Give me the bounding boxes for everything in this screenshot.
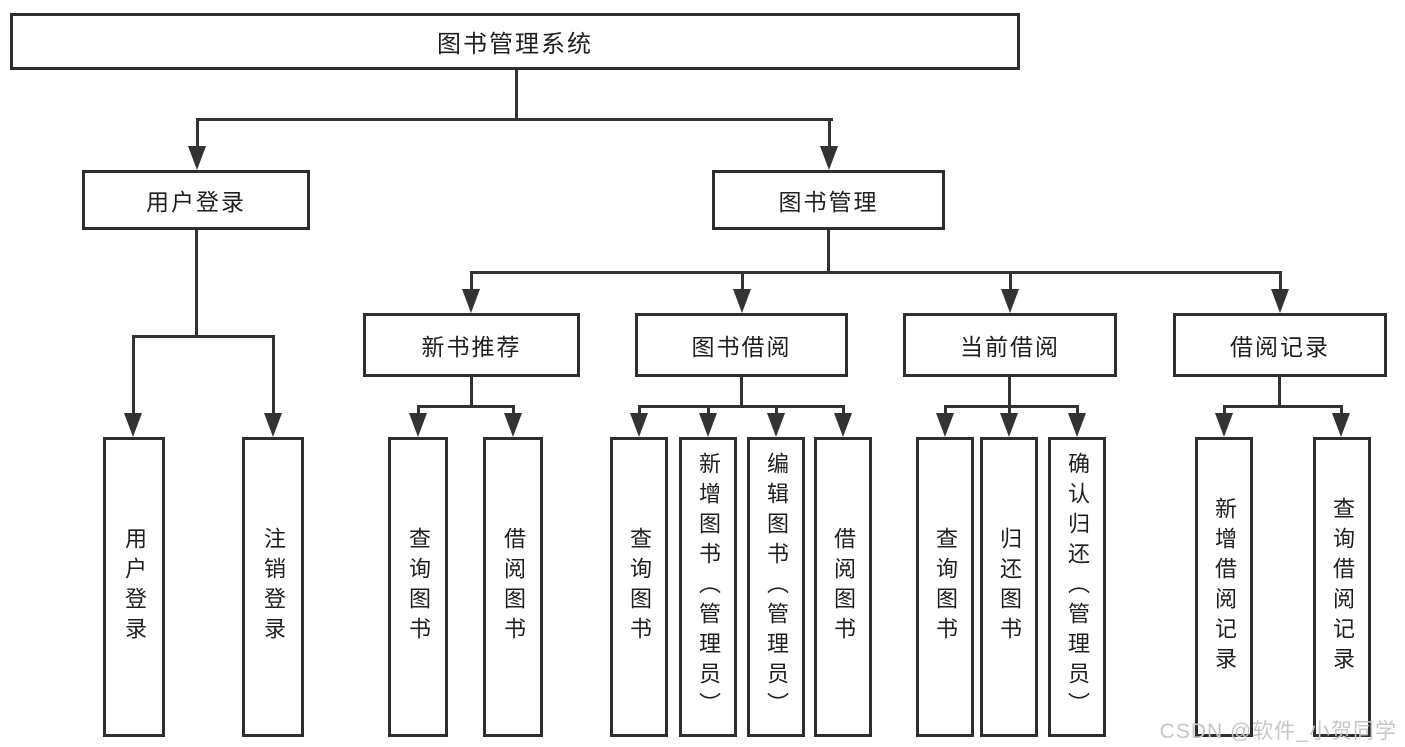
arrowhead-module-0 [462, 289, 480, 313]
connector-module-2-branch [944, 405, 1078, 408]
connector-module-3-stem [1278, 377, 1281, 407]
leaf-return-books: 归还图书 [980, 437, 1038, 737]
arrowhead-m3-leaf-1 [1332, 413, 1350, 437]
connector-module-1-branch [638, 405, 844, 408]
node-label: 图书借阅 [691, 334, 792, 360]
leaf-logout: 注销登录 [242, 437, 304, 737]
connector-module-0-branch [417, 405, 515, 408]
node-book-management: 图书管理 [712, 170, 945, 230]
node-label: 归还图书 [997, 527, 1022, 647]
node-label: 借阅图书 [831, 527, 856, 647]
node-label: 注销登录 [261, 527, 286, 647]
arrowhead-m1-leaf-2 [767, 413, 785, 437]
connector-drop-login-child-0 [132, 335, 135, 415]
arrowhead-m0-leaf-1 [504, 413, 522, 437]
node-label: 查询图书 [933, 527, 958, 647]
connector-drop-module-2 [1009, 271, 1012, 293]
leaf-query-books-borrowing: 查询图书 [610, 437, 668, 737]
leaf-edit-books-admin: 编辑图书（管理员） [747, 437, 805, 737]
node-label: 用户登录 [146, 189, 246, 215]
node-borrowing-records: 借阅记录 [1173, 313, 1387, 377]
leaf-borrow-books: 借阅图书 [814, 437, 872, 737]
connector-drop-m1-leaf-3 [842, 405, 845, 417]
node-user-login: 用户登录 [82, 170, 310, 230]
arrowhead-m0-leaf-0 [409, 413, 427, 437]
node-book-borrowing: 图书借阅 [635, 313, 848, 377]
connector-drop-m3-leaf-1 [1340, 405, 1343, 417]
arrowhead-module-2 [1001, 289, 1019, 313]
arrowhead-m1-leaf-1 [699, 413, 717, 437]
connector-module-3-branch [1223, 405, 1343, 408]
connector-drop-m0-leaf-0 [417, 405, 420, 417]
connector-drop-login [196, 118, 199, 150]
node-label: 借阅图书 [501, 527, 526, 647]
connector-login-branch [132, 335, 275, 338]
connector-module-2-stem [1008, 377, 1011, 407]
node-label: 图书管理 [778, 189, 879, 215]
node-label: 新增借阅记录 [1212, 497, 1237, 677]
leaf-user-login: 用户登录 [103, 437, 165, 737]
connector-drop-management [828, 118, 831, 150]
connector-login-stem [195, 230, 198, 337]
node-label: 查询图书 [406, 527, 431, 647]
arrowhead-login [188, 146, 206, 170]
node-label: 用户登录 [122, 527, 147, 647]
connector-module-0-stem [470, 377, 473, 407]
connector-drop-m0-leaf-1 [512, 405, 515, 417]
node-new-book-recommendation: 新书推荐 [363, 313, 580, 377]
arrowhead-m2-leaf-2 [1068, 413, 1086, 437]
node-label: 查询图书 [627, 527, 652, 647]
leaf-confirm-return-admin: 确认归还（管理员） [1048, 437, 1106, 737]
leaf-borrow-books-recommend: 借阅图书 [483, 437, 543, 737]
leaf-query-books-recommend: 查询图书 [388, 437, 448, 737]
connector-management-stem [827, 230, 830, 273]
leaf-add-books-admin: 新增图书（管理员） [679, 437, 737, 737]
arrowhead-management [820, 146, 838, 170]
arrowhead-m1-leaf-3 [834, 413, 852, 437]
arrowhead-module-1 [733, 289, 751, 313]
csdn-watermark: CSDN @软件_小贺同学 [1159, 720, 1397, 743]
leaf-add-borrow-record: 新增借阅记录 [1195, 437, 1253, 737]
connector-drop-m2-leaf-2 [1076, 405, 1079, 417]
node-label: 查询借阅记录 [1330, 497, 1355, 677]
connector-drop-m3-leaf-0 [1223, 405, 1226, 417]
node-label: 图书管理系统 [437, 31, 593, 58]
arrowhead-m3-leaf-0 [1215, 413, 1233, 437]
node-label: 编辑图书（管理员） [764, 452, 789, 722]
connector-drop-module-0 [470, 271, 473, 293]
arrowhead-login-child-0 [124, 413, 142, 437]
connector-root-stem [515, 70, 518, 121]
arrowhead-login-child-1 [264, 413, 282, 437]
connector-drop-m2-leaf-1 [1008, 405, 1011, 417]
node-label: 确认归还（管理员） [1065, 452, 1090, 722]
node-current-borrowing: 当前借阅 [903, 313, 1117, 377]
connector-drop-login-child-1 [272, 335, 275, 415]
arrowhead-m2-leaf-1 [1000, 413, 1018, 437]
connector-drop-module-1 [741, 271, 744, 293]
node-label: 新书推荐 [421, 334, 522, 360]
connector-management-branch [470, 271, 1282, 274]
node-label: 借阅记录 [1230, 334, 1330, 360]
arrowhead-m2-leaf-0 [936, 413, 954, 437]
connector-drop-module-3 [1279, 271, 1282, 293]
connector-root-branch [196, 118, 833, 121]
leaf-query-books-current: 查询图书 [916, 437, 974, 737]
node-label: 新增图书（管理员） [696, 452, 721, 722]
arrowhead-m1-leaf-0 [630, 413, 648, 437]
node-label: 当前借阅 [960, 334, 1060, 360]
connector-drop-m2-leaf-0 [944, 405, 947, 417]
leaf-query-borrow-record: 查询借阅记录 [1313, 437, 1371, 737]
arrowhead-module-3 [1271, 289, 1289, 313]
connector-module-1-stem [740, 377, 743, 407]
connector-drop-m1-leaf-0 [638, 405, 641, 417]
connector-drop-m1-leaf-1 [707, 405, 710, 417]
connector-drop-m1-leaf-2 [775, 405, 778, 417]
node-root-library-management-system: 图书管理系统 [10, 13, 1020, 70]
